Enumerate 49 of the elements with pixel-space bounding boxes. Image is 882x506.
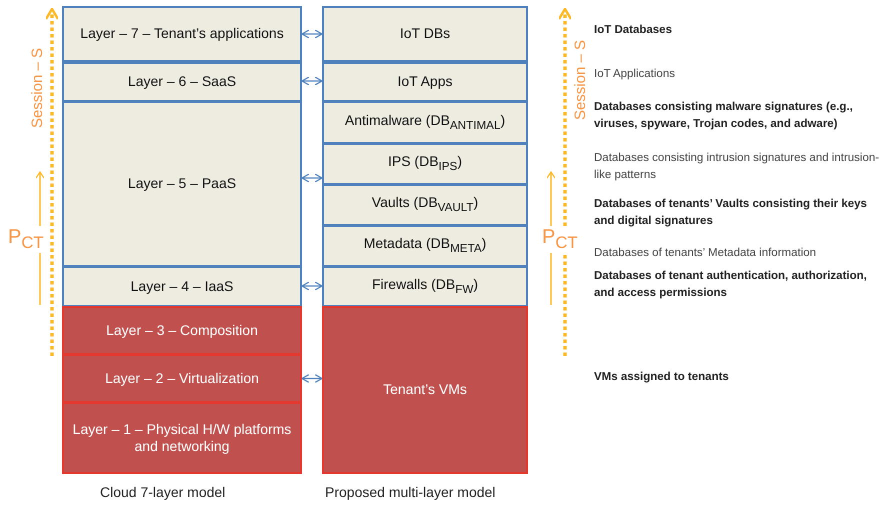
description-text: Databases of tenant authentication, authorization, and access permissions bbox=[594, 269, 868, 302]
layer-block bbox=[62, 306, 302, 355]
layer-block bbox=[322, 306, 528, 474]
layer-box bbox=[322, 101, 528, 144]
session-label: Session – S bbox=[572, 40, 588, 120]
layer-label: Layer – 3 – Composition bbox=[106, 322, 258, 340]
description-text: IoT Databases bbox=[594, 23, 673, 38]
pct-label: P$_{CT}$ bbox=[542, 226, 578, 253]
double-arrow bbox=[301, 281, 323, 291]
double-arrow bbox=[301, 29, 323, 39]
layer-box bbox=[322, 6, 528, 62]
layer-box bbox=[322, 266, 528, 307]
description-text: Databases of tenants’ Vaults consisting their keys and digital signatures bbox=[594, 197, 868, 230]
double-arrow bbox=[301, 374, 323, 384]
caption: Cloud 7-layer model bbox=[100, 484, 226, 500]
layer-box bbox=[322, 143, 528, 185]
layer-label: Layer – 1 – Physical H/W platforms and networking bbox=[72, 420, 292, 456]
description-text: IoT Applications bbox=[594, 67, 676, 82]
layer-label: IPS (DB$_{IPS}$) bbox=[388, 153, 462, 175]
layer-label: IoT Apps bbox=[397, 73, 452, 91]
layer-label: Layer – 6 – SaaS bbox=[128, 73, 236, 91]
layer-block bbox=[62, 354, 302, 403]
description-text: Databases of tenants’ Metadata information bbox=[594, 246, 818, 261]
description-text: Databases consisting intrusion signatures and intrusion-like patterns bbox=[594, 151, 880, 184]
description-text: Databases consisting malware signatures (e.g., viruses, spyware, Trojan codes, and adware) bbox=[594, 100, 854, 132]
layer-box bbox=[62, 6, 302, 62]
layer-label: Layer – 4 – IaaS bbox=[130, 278, 234, 296]
layer-box bbox=[62, 101, 302, 267]
layer-label: Antimalware (DB$_{ANTIMAL}$) bbox=[344, 112, 506, 134]
layer-box bbox=[62, 266, 302, 307]
layer-box bbox=[322, 225, 528, 267]
layer-box bbox=[62, 62, 302, 102]
double-arrow bbox=[301, 76, 323, 86]
layer-box bbox=[322, 184, 528, 226]
layer-label: Layer – 5 – PaaS bbox=[128, 175, 236, 193]
layer-label: Layer – 2 – Virtualization bbox=[105, 370, 259, 388]
layer-label: Firewalls (DB$_{FW}$) bbox=[372, 276, 478, 298]
layer-label: Vaults (DB$_{VAULT}$) bbox=[372, 194, 478, 216]
double-arrow bbox=[301, 173, 323, 183]
session-label: Session – S bbox=[28, 48, 46, 128]
layer-label: Metadata (DB$_{META}$) bbox=[364, 235, 486, 257]
layer-block bbox=[62, 402, 302, 474]
description-text: VMs assigned to tenants bbox=[594, 370, 730, 385]
layer-label: Layer – 7 – Tenant’s applications bbox=[80, 25, 284, 43]
layer-label: IoT DBs bbox=[400, 25, 450, 43]
caption: Proposed multi-layer model bbox=[325, 484, 496, 500]
layer-label: Tenant’s VMs bbox=[383, 381, 467, 399]
layer-box bbox=[322, 62, 528, 102]
pct-label: P$_{CT}$ bbox=[8, 226, 44, 253]
